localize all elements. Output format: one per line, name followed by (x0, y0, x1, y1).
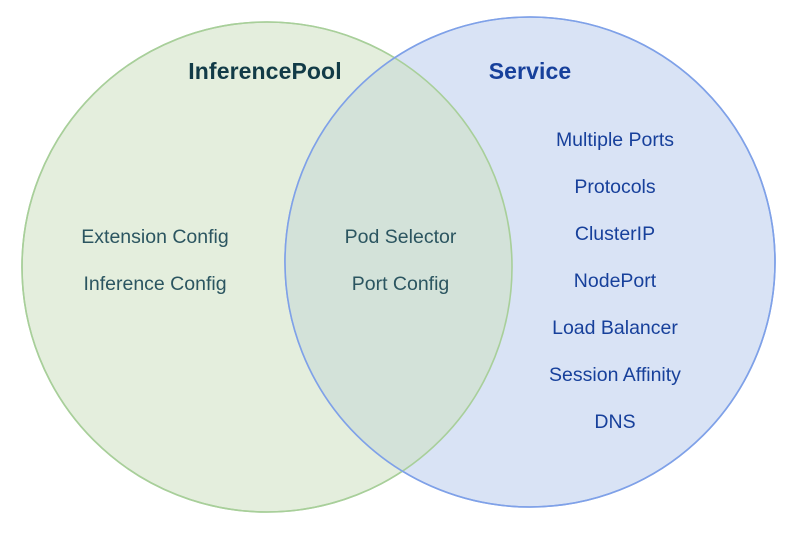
list-item: NodePort (573, 270, 657, 292)
list-item: Multiple Ports (555, 129, 675, 151)
left-circle-title-block: InferencePool (140, 58, 390, 85)
list-item: Load Balancer (552, 317, 678, 339)
right-circle-title-block: Service (420, 58, 640, 85)
left-circle-outline (21, 21, 513, 513)
list-item: Session Affinity (549, 364, 681, 386)
list-item: Extension Config (81, 226, 229, 248)
list-item: ClusterIP (574, 223, 656, 245)
list-item: Inference Config (83, 272, 227, 295)
right-circle-title: Service (488, 58, 572, 84)
intersection-item-list: Pod Selector Port Config (318, 226, 483, 295)
list-item: Pod Selector (344, 226, 457, 248)
right-circle-outline (284, 16, 776, 508)
intersection-items: Pod Selector Port Config (318, 226, 483, 321)
list-item: Protocols (574, 176, 656, 198)
intersection-shape (285, 22, 512, 507)
left-circle-title: InferencePool (188, 58, 342, 84)
list-item: DNS (594, 411, 636, 433)
left-item-list: Extension Config Inference Config (35, 226, 275, 295)
left-circle-items: Extension Config Inference Config (35, 226, 275, 321)
right-item-list: Multiple Ports Protocols ClusterIP NodeP… (495, 129, 735, 433)
right-circle-items: Multiple Ports Protocols ClusterIP NodeP… (495, 129, 735, 433)
list-item: Port Config (351, 272, 450, 295)
